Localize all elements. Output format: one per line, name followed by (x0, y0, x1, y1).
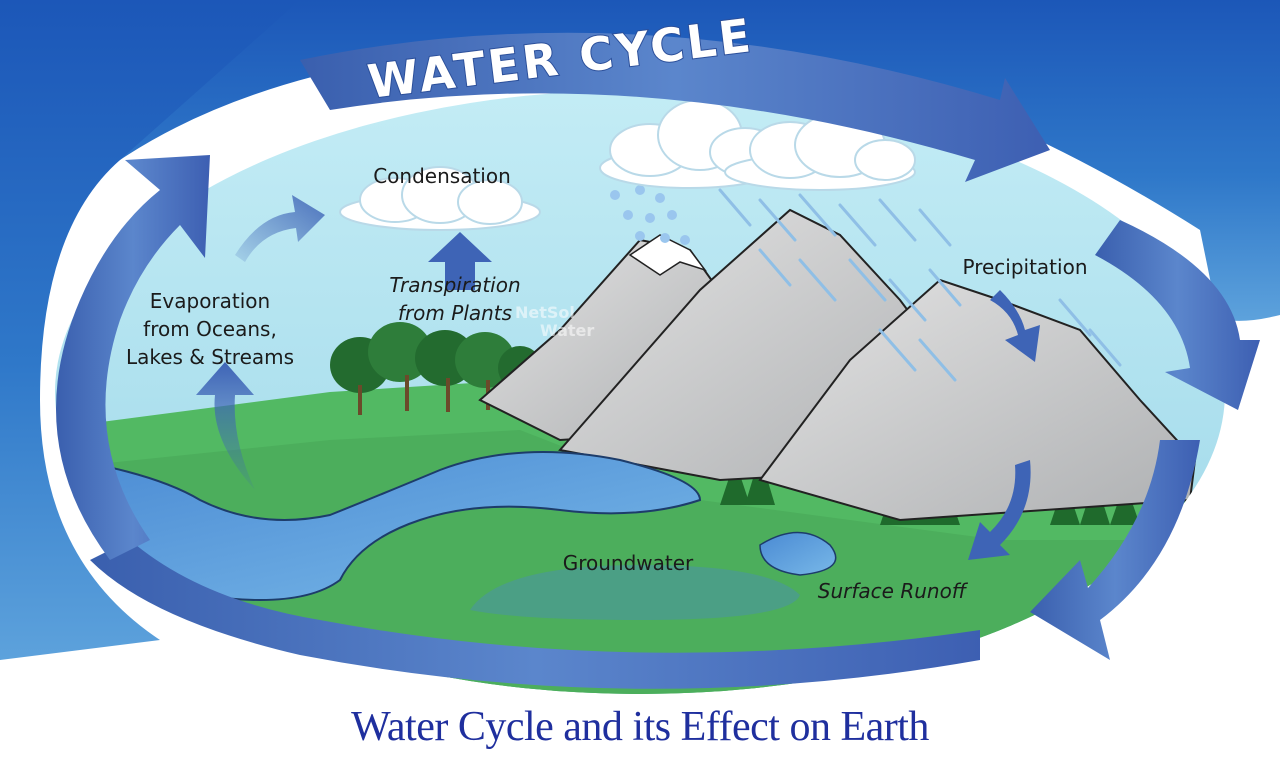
groundwater-pool (470, 565, 800, 620)
pond (759, 531, 837, 576)
label-evaporation-line2: from Oceans, (143, 317, 277, 341)
label-groundwater: Groundwater (563, 551, 694, 575)
label-precipitation: Precipitation (962, 255, 1087, 279)
lake (55, 451, 702, 601)
watermark-sub: Water (540, 321, 594, 340)
cloud-condensation (339, 166, 541, 231)
label-condensation: Condensation (373, 164, 511, 188)
background-blue-field (0, 0, 1280, 321)
label-surface-runoff: Surface Runoff (818, 579, 969, 603)
ring-bottom-right-arrow-icon (1030, 440, 1200, 660)
label-transpiration-line2: from Plants (398, 301, 512, 325)
ring-top-arrow-icon (300, 32, 1050, 183)
background-blue-left (0, 0, 300, 660)
precipitation-arrow-icon (990, 290, 1040, 362)
cycle-ring (55, 32, 1260, 689)
label-evaporation-line1: Evaporation (150, 289, 270, 313)
cloud-precipitation (599, 99, 916, 191)
evaporation-curve-arrow-icon (235, 195, 325, 262)
watermark: NetSol (515, 303, 575, 322)
rain (718, 188, 1122, 382)
ring-bottom-band (90, 540, 980, 689)
mountain-right (758, 278, 1197, 522)
evaporation-arrow-icon (196, 362, 255, 490)
runoff-arrow-icon (968, 460, 1031, 560)
label-evaporation-line3: Lakes & Streams (126, 345, 294, 369)
caption: Water Cycle and its Effect on Earth (351, 704, 929, 750)
transpiration-arrow-icon (428, 232, 492, 290)
label-transpiration-line1: Transpiration (389, 273, 520, 297)
ring-right-arrow-icon (1095, 220, 1260, 410)
snowflakes (610, 185, 690, 245)
ring-left-arrow-icon (55, 155, 210, 560)
